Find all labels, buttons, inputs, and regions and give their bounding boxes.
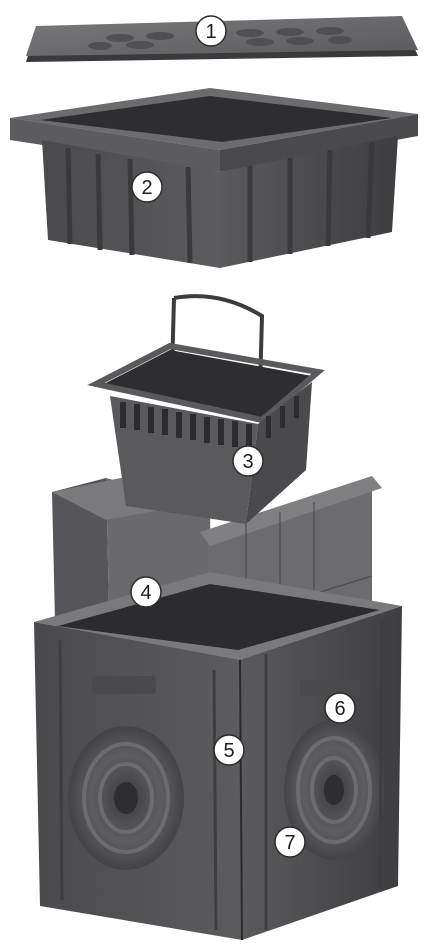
- callout-5: 5: [214, 735, 244, 765]
- left-outlet: [68, 726, 184, 870]
- callout-1-label: 1: [205, 21, 216, 43]
- callout-7-label: 7: [284, 832, 295, 854]
- callout-4-label: 4: [140, 582, 151, 604]
- callout-3: 3: [233, 446, 263, 476]
- callout-3-label: 3: [242, 451, 253, 473]
- left-side-port: [92, 676, 156, 694]
- right-side-port: [300, 680, 360, 696]
- callout-4: 4: [131, 577, 161, 607]
- debris-basket: [96, 296, 318, 524]
- callout-2: 2: [132, 172, 162, 202]
- callout-5-label: 5: [223, 740, 234, 762]
- top-frame: [10, 88, 418, 268]
- callout-2-label: 2: [141, 177, 152, 199]
- callout-6-label: 6: [334, 698, 345, 720]
- callout-1: 1: [196, 16, 226, 46]
- callout-6: 6: [325, 693, 355, 723]
- callout-7: 7: [275, 827, 305, 857]
